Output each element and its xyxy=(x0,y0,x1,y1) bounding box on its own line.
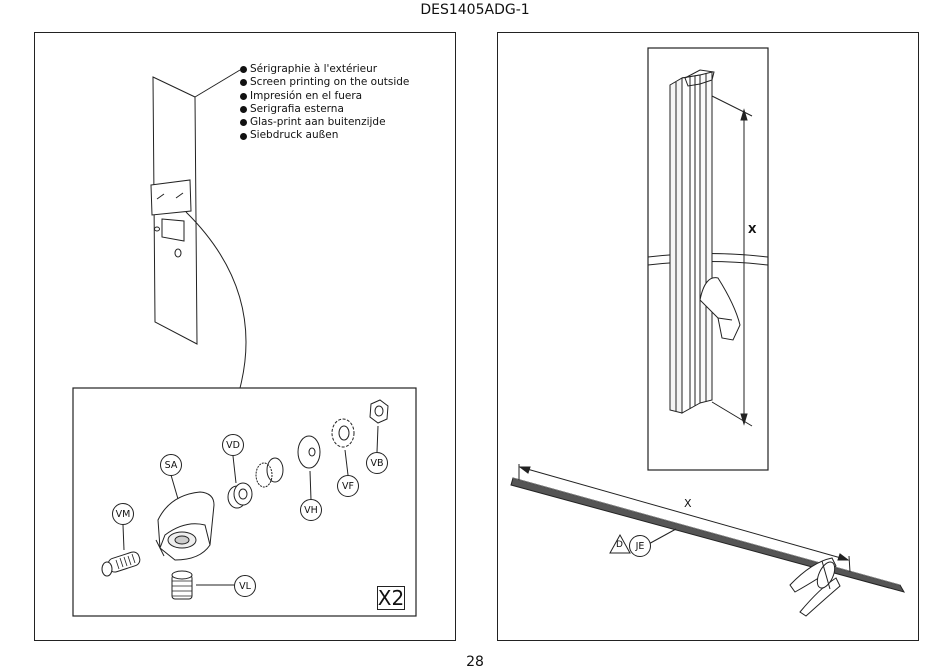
left-panel xyxy=(34,32,456,641)
bullet-icon xyxy=(240,92,247,100)
bullet-icon xyxy=(240,66,247,74)
label-nl: Glas-print aan buitenzijde xyxy=(240,116,409,129)
bullet-icon xyxy=(240,132,247,140)
document-code: DES1405ADG-1 xyxy=(420,2,530,18)
callout-vf: VF xyxy=(337,475,359,497)
label-it: Serigrafia esterna xyxy=(240,103,409,116)
label-es: Impresión en el fuera xyxy=(240,90,409,103)
label-de: Siebdruck außen xyxy=(240,129,409,142)
callout-je: JE xyxy=(629,535,651,557)
bullet-icon xyxy=(240,106,247,114)
right-panel xyxy=(497,32,919,641)
quantity-box: X2 xyxy=(377,586,405,610)
bullet-icon xyxy=(240,79,247,87)
callout-vh: VH xyxy=(300,499,322,521)
gasket-dimension-label: X xyxy=(684,497,692,510)
label-en: Screen printing on the outside xyxy=(240,76,409,89)
callout-vl: VL xyxy=(234,575,256,597)
page-number: 28 xyxy=(466,654,484,670)
label-fr: Sérigraphie à l'extérieur xyxy=(240,63,409,76)
callout-sa: SA xyxy=(160,454,182,476)
profile-dimension-label: X xyxy=(748,223,757,236)
callout-vm: VM xyxy=(112,503,134,525)
callout-vb: VB xyxy=(366,452,388,474)
bullet-icon xyxy=(240,119,247,127)
gasket-marker-d: D xyxy=(616,540,623,550)
callout-vd: VD xyxy=(222,434,244,456)
screen-printing-labels: Sérigraphie à l'extérieur Screen printin… xyxy=(240,63,409,143)
